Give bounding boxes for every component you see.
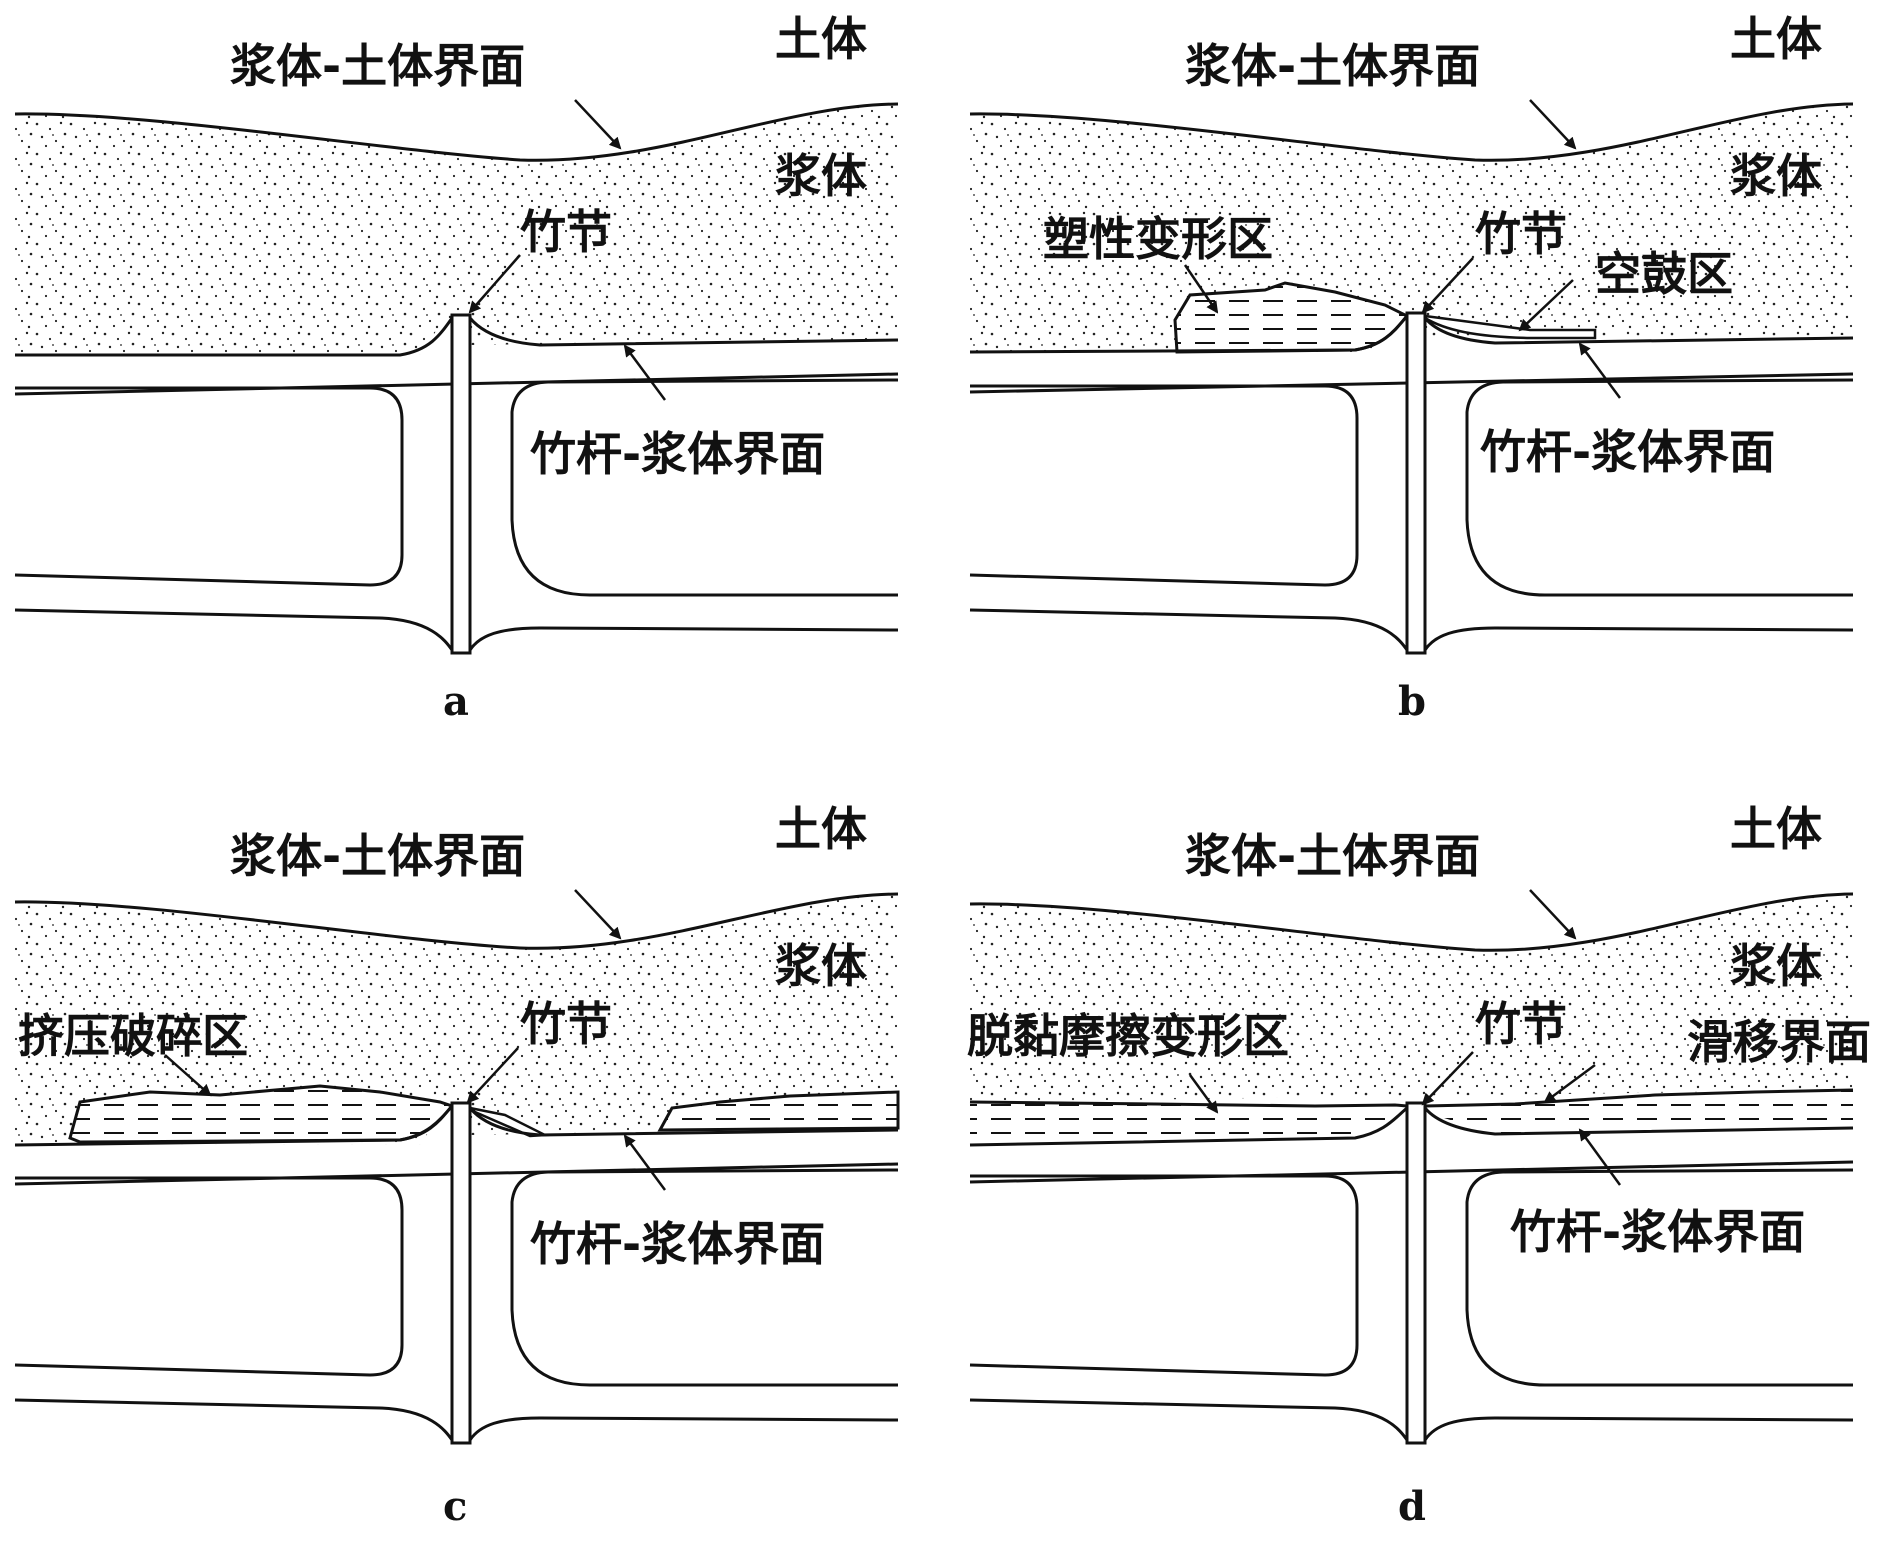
grout-region <box>15 894 898 1145</box>
culm-bottom-wall <box>969 1398 1854 1441</box>
arrow-debond-zone <box>1188 1074 1219 1114</box>
bamboo-node-diaphragm <box>1405 1101 1427 1445</box>
panel-b: 土体 浆体-土体界面 浆体 塑性变形区 竹节 空鼓区 竹杆-浆体界面 b <box>969 12 1854 725</box>
panel-caption: a <box>443 678 469 725</box>
label-plastic-zone: 塑性变形区 <box>1043 212 1273 266</box>
label-void-zone: 空鼓区 <box>1595 247 1733 301</box>
label-grout: 浆体 <box>775 939 867 993</box>
arrow-plastic-zone <box>1183 264 1219 314</box>
label-grout: 浆体 <box>1730 939 1822 993</box>
grout-region <box>970 104 1853 352</box>
label-culm-grout-interface: 竹杆-浆体界面 <box>1510 1205 1805 1259</box>
label-slip-interface: 滑移界面 <box>1687 1015 1871 1069</box>
label-debond-zone: 脱黏摩擦变形区 <box>967 1009 1289 1063</box>
grout-soil-interface-line <box>14 892 899 950</box>
label-grout-soil-interface: 浆体-土体界面 <box>230 39 525 93</box>
crush-zone-left <box>68 1084 455 1144</box>
culm-outline <box>969 315 1854 354</box>
culm-cavity-left <box>14 386 404 587</box>
crush-zone-right <box>657 1090 900 1132</box>
arrow-grout-soil <box>574 99 622 150</box>
label-grout: 浆体 <box>775 149 867 203</box>
arrow-slip-interface <box>1543 1063 1596 1104</box>
culm-cavity-right <box>1465 378 1854 597</box>
culm-bottom-wall <box>969 608 1854 651</box>
arrow-culm-grout <box>623 1134 667 1191</box>
label-grout-soil-interface: 浆体-土体界面 <box>230 829 525 883</box>
label-culm-grout-interface: 竹杆-浆体界面 <box>530 1217 825 1271</box>
label-soil: 土体 <box>775 802 867 856</box>
arrow-node <box>1421 1051 1474 1106</box>
grout-region <box>15 104 898 355</box>
label-node: 竹节 <box>1475 997 1567 1051</box>
culm-outline <box>969 1106 1854 1147</box>
panel-caption: c <box>443 1483 467 1530</box>
culm-cavity-right <box>510 1168 899 1387</box>
culm-cavity-left <box>14 1176 404 1377</box>
label-node: 竹节 <box>1475 207 1567 261</box>
grout-soil-interface-line <box>969 102 1854 162</box>
bamboo-node-diaphragm <box>1405 311 1427 655</box>
label-node: 竹节 <box>520 205 612 259</box>
panel-c: 土体 浆体-土体界面 浆体 挤压破碎区 竹节 竹杆-浆体界面 c <box>14 802 900 1530</box>
culm-outline <box>14 1105 899 1147</box>
label-grout: 浆体 <box>1730 149 1822 203</box>
culm-cavity-right <box>1465 1168 1854 1387</box>
culm-cavity-left <box>969 1174 1359 1377</box>
grout-soil-interface-line <box>14 102 899 162</box>
arrow-grout-soil <box>1529 99 1577 150</box>
arrow-node <box>468 254 521 314</box>
label-node: 竹节 <box>520 997 612 1051</box>
panel-caption: d <box>1398 1483 1426 1530</box>
panel-a: 土体 浆体-土体界面 浆体 竹节 竹杆-浆体界面 a <box>14 12 899 725</box>
label-crush-zone: 挤压破碎区 <box>18 1009 248 1063</box>
culm-bottom-wall <box>14 608 899 651</box>
arrow-void-zone <box>1518 279 1574 332</box>
label-soil: 土体 <box>775 12 867 66</box>
grout-region <box>970 894 1853 1102</box>
culm-bottom-wall <box>14 1398 899 1441</box>
label-culm-grout-interface: 竹杆-浆体界面 <box>530 427 825 481</box>
culm-cavity-left <box>969 384 1359 587</box>
arrow-culm-grout <box>1578 1128 1622 1186</box>
bamboo-node-diaphragm <box>450 1101 472 1445</box>
arrow-node <box>466 1047 519 1104</box>
arrow-culm-grout <box>623 344 667 401</box>
panel-d: 土体 浆体-土体界面 浆体 脱黏摩擦变形区 竹节 滑移界面 竹杆-浆体界面 d <box>967 802 1871 1530</box>
culm-cavity-right <box>510 378 899 597</box>
label-culm-grout-interface: 竹杆-浆体界面 <box>1480 425 1775 479</box>
bamboo-node-diaphragm <box>450 313 472 655</box>
panel-caption: b <box>1398 678 1426 725</box>
arrow-grout-soil <box>574 889 622 940</box>
label-grout-soil-interface: 浆体-土体界面 <box>1185 39 1480 93</box>
culm-outline <box>15 317 899 357</box>
grout-soil-interface-line <box>969 892 1854 952</box>
void-zone <box>1423 314 1597 340</box>
label-grout-soil-interface: 浆体-土体界面 <box>1185 829 1480 883</box>
arrow-grout-soil <box>1529 889 1577 940</box>
arrow-crush-zone <box>164 1054 212 1097</box>
label-soil: 土体 <box>1730 802 1822 856</box>
arrow-node <box>1421 257 1474 314</box>
arrow-culm-grout <box>1578 342 1622 399</box>
label-soil: 土体 <box>1730 12 1822 66</box>
slip-interface-line <box>969 1088 1854 1108</box>
